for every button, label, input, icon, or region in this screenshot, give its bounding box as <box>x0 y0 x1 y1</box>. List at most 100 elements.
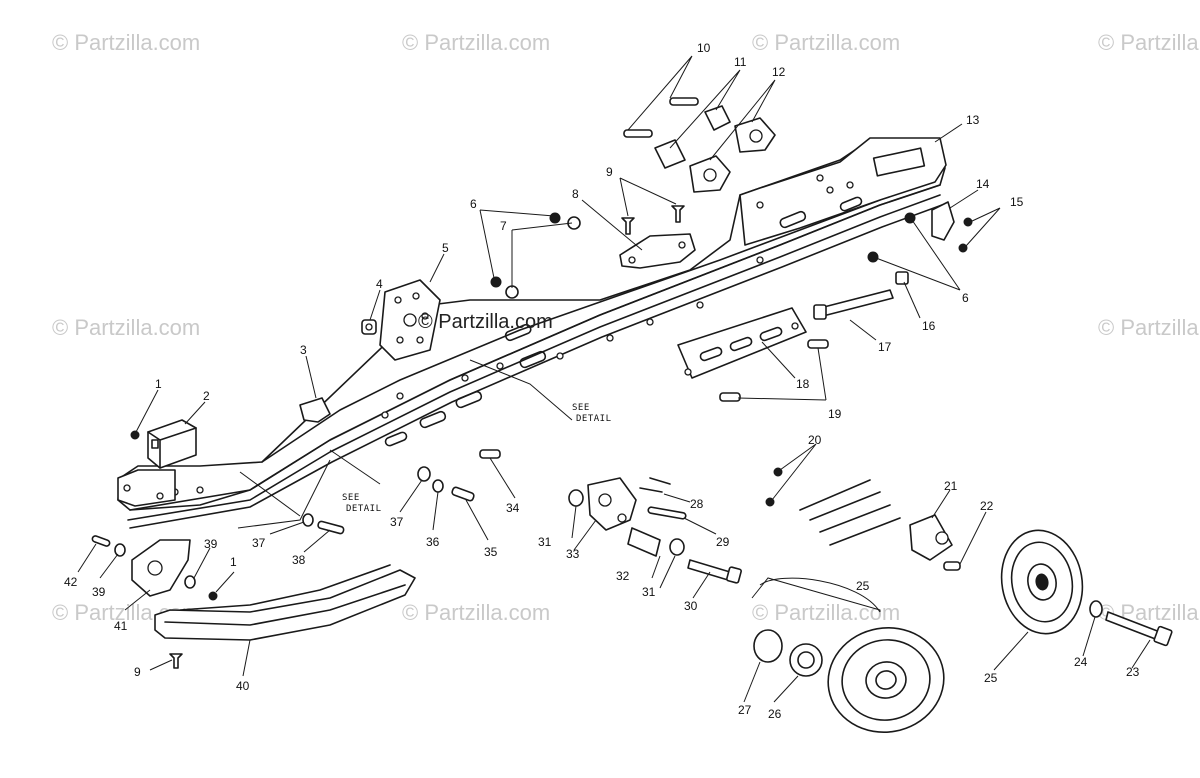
callout-34: 34 <box>506 501 520 515</box>
part-37-washer <box>302 513 314 527</box>
callout-35: 35 <box>484 545 498 559</box>
part-28-pin <box>639 477 671 493</box>
part-6-nut <box>867 251 879 263</box>
callout-9: 9 <box>606 165 613 179</box>
watermark: © Partzilla.com <box>402 600 550 625</box>
see-detail-note: SEE DETAIL <box>342 493 382 514</box>
part-2-block <box>147 419 197 469</box>
callout-22: 22 <box>980 499 994 513</box>
callout-5: 5 <box>442 241 449 255</box>
watermark: © Partzilla.com <box>752 30 900 55</box>
part-31-washer <box>568 489 584 507</box>
part-5-plate <box>379 279 441 361</box>
callout-37: 37 <box>390 515 404 529</box>
watermark-center: © Partzilla.com <box>418 311 553 333</box>
watermark: © Partzilla.com <box>1098 315 1200 340</box>
watermark: © Partzilla.com <box>52 30 200 55</box>
callout-30: 30 <box>684 599 698 613</box>
detail-bracket <box>751 577 881 612</box>
part-15-nut <box>963 217 973 227</box>
part-38-bolt <box>317 520 345 535</box>
callout-31: 31 <box>538 535 552 549</box>
callout-28: 28 <box>690 497 704 511</box>
callout-29: 29 <box>716 535 730 549</box>
callout-1: 1 <box>155 377 162 391</box>
part-26-bearing <box>789 643 823 677</box>
part-23-bolt <box>1105 611 1173 647</box>
part-34-bolt <box>479 449 501 459</box>
part-11-spacer <box>654 105 731 169</box>
part-25-wheel <box>827 627 945 733</box>
callout-4: 4 <box>376 277 383 291</box>
callout-25: 25 <box>856 579 870 593</box>
callout-6: 6 <box>470 197 477 211</box>
part-21-housing <box>909 514 953 561</box>
part-8-bracket <box>619 233 696 269</box>
watermark-layer: © Partzilla.com © Partzilla.com © Partzi… <box>52 30 1200 625</box>
callout-1: 1 <box>230 555 237 569</box>
callout-25: 25 <box>984 671 998 685</box>
callout-18: 18 <box>796 377 810 391</box>
callout-41: 41 <box>114 619 128 633</box>
callout-2: 2 <box>203 389 210 403</box>
part-39-washer <box>114 543 126 557</box>
part-37-washer <box>417 466 431 482</box>
part-42-bolt <box>91 535 111 547</box>
watermark: © Partzilla.com <box>402 30 550 55</box>
callout-39: 39 <box>92 585 106 599</box>
leader-lines <box>77 55 1151 703</box>
part-17-bolt <box>813 289 894 320</box>
callout-8: 8 <box>572 187 579 201</box>
part-15-nut <box>958 243 968 253</box>
callout-31: 31 <box>642 585 656 599</box>
callout-19: 19 <box>828 407 842 421</box>
callout-20: 20 <box>808 433 822 447</box>
callout-42: 42 <box>64 575 78 589</box>
callout-26: 26 <box>768 707 782 721</box>
callout-38: 38 <box>292 553 306 567</box>
part-19-bolt <box>719 339 829 402</box>
callout-14: 14 <box>976 177 990 191</box>
part-16-nut <box>895 271 909 285</box>
callout-11: 11 <box>734 55 747 69</box>
callout-12: 12 <box>772 65 786 79</box>
callout-10: 10 <box>697 41 711 55</box>
callout-23: 23 <box>1126 665 1140 679</box>
detail-bracket <box>759 577 881 613</box>
callout-39: 39 <box>204 537 218 551</box>
slide-rail <box>154 564 416 641</box>
part-25-wheel <box>1000 529 1084 635</box>
part-41-shoe <box>131 539 191 597</box>
part-18-bar <box>677 307 807 379</box>
part-31-washer <box>669 538 685 556</box>
part-12-bushing <box>689 117 776 193</box>
part-6-nut <box>490 276 502 288</box>
part-9-rivet <box>169 205 685 669</box>
callout-6: 6 <box>962 291 969 305</box>
callout-33: 33 <box>566 547 580 561</box>
part-24-washer <box>1089 600 1103 618</box>
part-33-arm <box>587 477 637 531</box>
callout-9: 9 <box>134 665 141 679</box>
rail-detail-strips <box>799 479 901 546</box>
part-1-nut <box>208 591 218 601</box>
watermark: © Partzilla.com <box>1098 30 1200 55</box>
note-line: DETAIL <box>346 504 382 514</box>
part-39-washer <box>184 575 196 589</box>
part-35-bolt <box>451 486 475 502</box>
part-1-nut <box>130 430 140 440</box>
watermark: © Partzilla.com <box>52 315 200 340</box>
callout-36: 36 <box>426 535 440 549</box>
part-29-pin <box>647 506 687 520</box>
part-30-bolt <box>687 559 742 584</box>
callout-3: 3 <box>300 343 307 357</box>
part-6-nut <box>549 212 561 224</box>
part-14-bracket <box>931 201 955 241</box>
part-4-nut <box>361 319 377 335</box>
callout-21: 21 <box>944 479 958 493</box>
callout-13: 13 <box>966 113 980 127</box>
part-36-washer <box>432 479 444 493</box>
callout-40: 40 <box>236 679 250 693</box>
callout-15: 15 <box>1010 195 1024 209</box>
